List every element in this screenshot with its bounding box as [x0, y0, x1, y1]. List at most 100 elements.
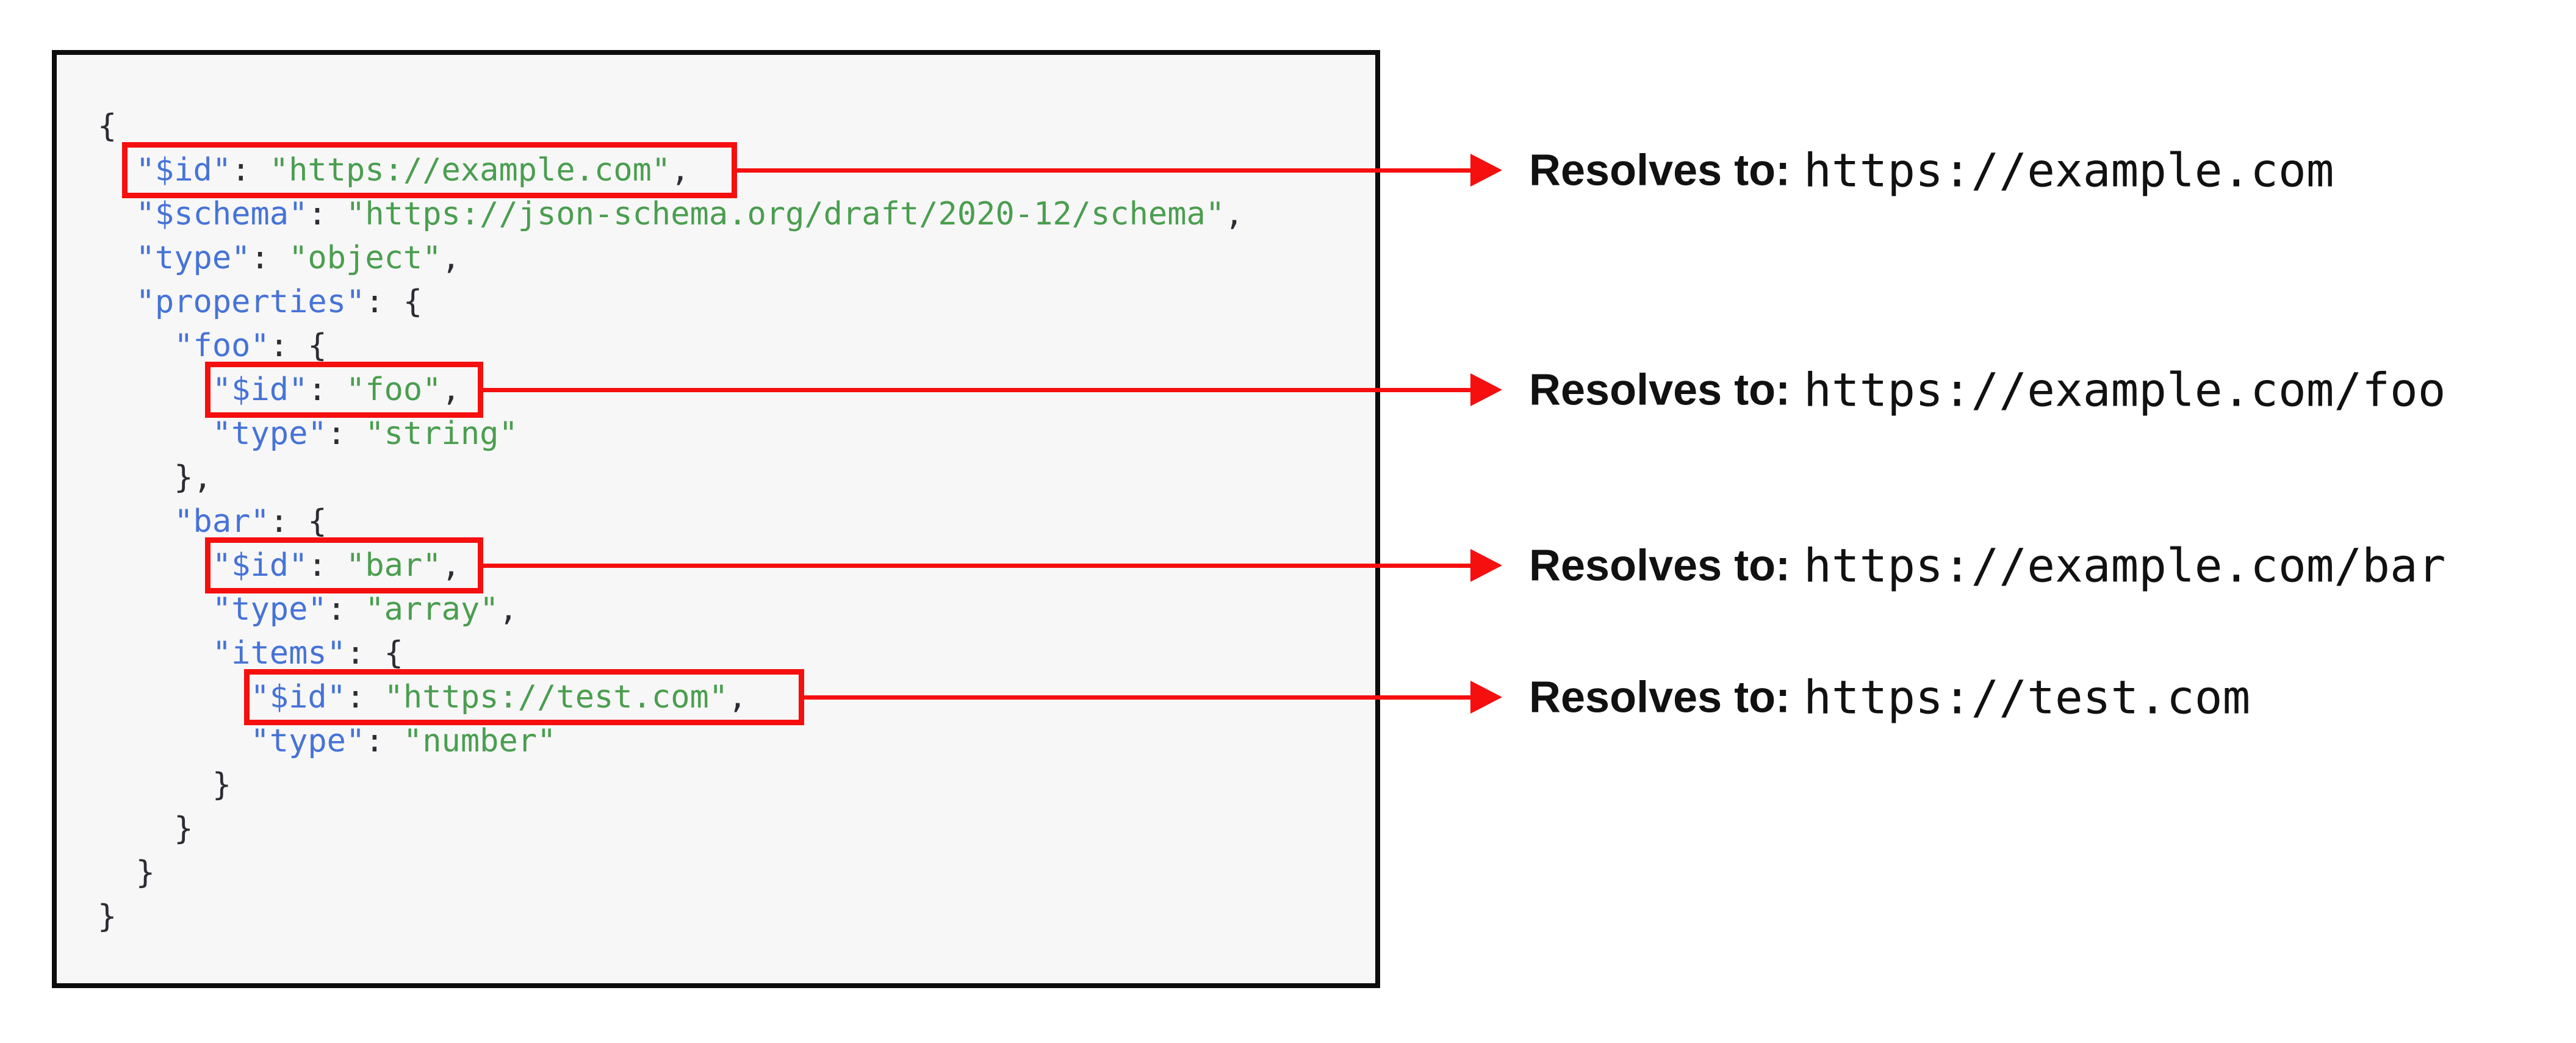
code-token: }	[98, 767, 232, 803]
code-token: }	[98, 898, 117, 935]
resolved-uri: https://example.com	[1804, 143, 2334, 198]
arrow-right-icon	[1470, 549, 1502, 582]
arrow-right-icon	[1470, 681, 1502, 714]
id-highlight-box	[244, 669, 804, 725]
code-token: "$id"	[250, 679, 346, 715]
arrow-line	[483, 564, 1473, 568]
code-token: ,	[671, 152, 690, 188]
code-token: "number"	[403, 723, 556, 759]
code-token: "type"	[135, 240, 251, 276]
code-token	[98, 371, 212, 408]
code-token: : {	[346, 635, 403, 672]
code-token: "$id"	[135, 152, 232, 188]
code-line: "$schema": "https://json-schema.org/draf…	[98, 192, 1375, 236]
resolves-label: Resolves to:	[1529, 365, 1791, 414]
id-highlight-box	[122, 142, 737, 198]
code-token	[98, 591, 212, 628]
code-token	[98, 503, 174, 540]
code-token: :	[308, 547, 347, 584]
code-token	[98, 328, 174, 364]
code-token	[98, 415, 212, 452]
code-token: "object"	[289, 240, 442, 276]
code-token: "type"	[212, 415, 327, 452]
resolved-uri: https://test.com	[1804, 670, 2251, 725]
code-token: ,	[1225, 196, 1244, 232]
code-token: "items"	[212, 635, 346, 672]
resolves-label: Resolves to:	[1529, 146, 1791, 195]
resolves-label: Resolves to:	[1529, 673, 1791, 722]
code-token: "$id"	[212, 547, 308, 584]
code-line: "$id": "bar",	[98, 543, 1375, 587]
code-token: : {	[269, 503, 327, 540]
code-line: }	[98, 763, 1375, 807]
arrow-right-icon	[1470, 373, 1502, 406]
code-token	[98, 284, 136, 320]
code-lines: { "$id": "https://example.com", "$schema…	[98, 104, 1375, 939]
code-token: "array"	[365, 591, 499, 628]
code-token: : {	[269, 328, 327, 364]
code-line: {	[98, 104, 1375, 148]
resolved-uri: https://example.com/foo	[1804, 362, 2446, 417]
code-line: }	[98, 895, 1375, 939]
json-schema-code-block: { "$id": "https://example.com", "$schema…	[52, 50, 1380, 988]
code-token	[98, 547, 212, 584]
code-line: "type": "number"	[98, 719, 1375, 763]
code-line: "properties": {	[98, 280, 1375, 324]
code-token	[98, 679, 250, 715]
code-token	[98, 196, 136, 232]
resolves-label: Resolves to:	[1529, 541, 1791, 590]
resolved-uri: https://example.com/bar	[1804, 538, 2446, 593]
code-token: {	[98, 108, 117, 145]
code-token: :	[326, 591, 365, 628]
arrow-line	[737, 168, 1473, 173]
code-line: },	[98, 456, 1375, 500]
code-token: ,	[441, 371, 461, 408]
code-token: :	[308, 196, 347, 232]
code-token: }	[98, 855, 155, 891]
code-token	[98, 240, 136, 276]
code-token: :	[365, 723, 403, 759]
code-token: "https://json-schema.org/draft/2020-12/s…	[346, 196, 1225, 232]
code-token: }	[98, 811, 193, 847]
resolves-annotation: Resolves to: https://test.com	[1529, 670, 2250, 725]
code-token: : {	[365, 284, 423, 320]
arrow-line	[483, 388, 1473, 392]
code-token: :	[250, 240, 289, 276]
resolves-annotation: Resolves to: https://example.com	[1529, 143, 2334, 198]
id-highlight-box	[205, 362, 483, 418]
code-token: "bar"	[346, 547, 442, 584]
code-token: "type"	[250, 723, 365, 759]
code-line: "$id": "https://test.com",	[98, 675, 1375, 719]
code-token	[98, 635, 212, 672]
code-line: }	[98, 807, 1375, 851]
code-token: "properties"	[135, 284, 365, 320]
code-token: "type"	[212, 591, 327, 628]
arrow-right-icon	[1470, 154, 1502, 187]
code-line: "type": "object",	[98, 236, 1375, 280]
code-line: "type": "string"	[98, 412, 1375, 456]
code-token: :	[346, 679, 384, 715]
code-line: "items": {	[98, 631, 1375, 675]
code-token: :	[326, 415, 365, 452]
code-line: "foo": {	[98, 324, 1375, 368]
code-token: "foo"	[174, 328, 270, 364]
code-token: :	[308, 371, 347, 408]
code-token: ,	[728, 679, 747, 715]
code-token: "$schema"	[135, 196, 308, 232]
code-token	[98, 723, 250, 759]
code-line: "$id": "foo",	[98, 368, 1375, 412]
code-token: ,	[498, 591, 518, 628]
id-highlight-box	[205, 537, 483, 593]
code-token: "https://example.com"	[269, 152, 671, 188]
code-line: "type": "array",	[98, 587, 1375, 631]
arrow-line	[804, 695, 1473, 700]
code-token: },	[98, 459, 212, 496]
resolves-annotation: Resolves to: https://example.com/bar	[1529, 539, 2446, 593]
code-line: }	[98, 851, 1375, 895]
code-token: ,	[441, 240, 461, 276]
code-token: ,	[441, 547, 461, 584]
resolves-annotation: Resolves to: https://example.com/foo	[1529, 363, 2446, 417]
code-line: "$id": "https://example.com",	[98, 148, 1375, 192]
code-token: :	[231, 152, 270, 188]
